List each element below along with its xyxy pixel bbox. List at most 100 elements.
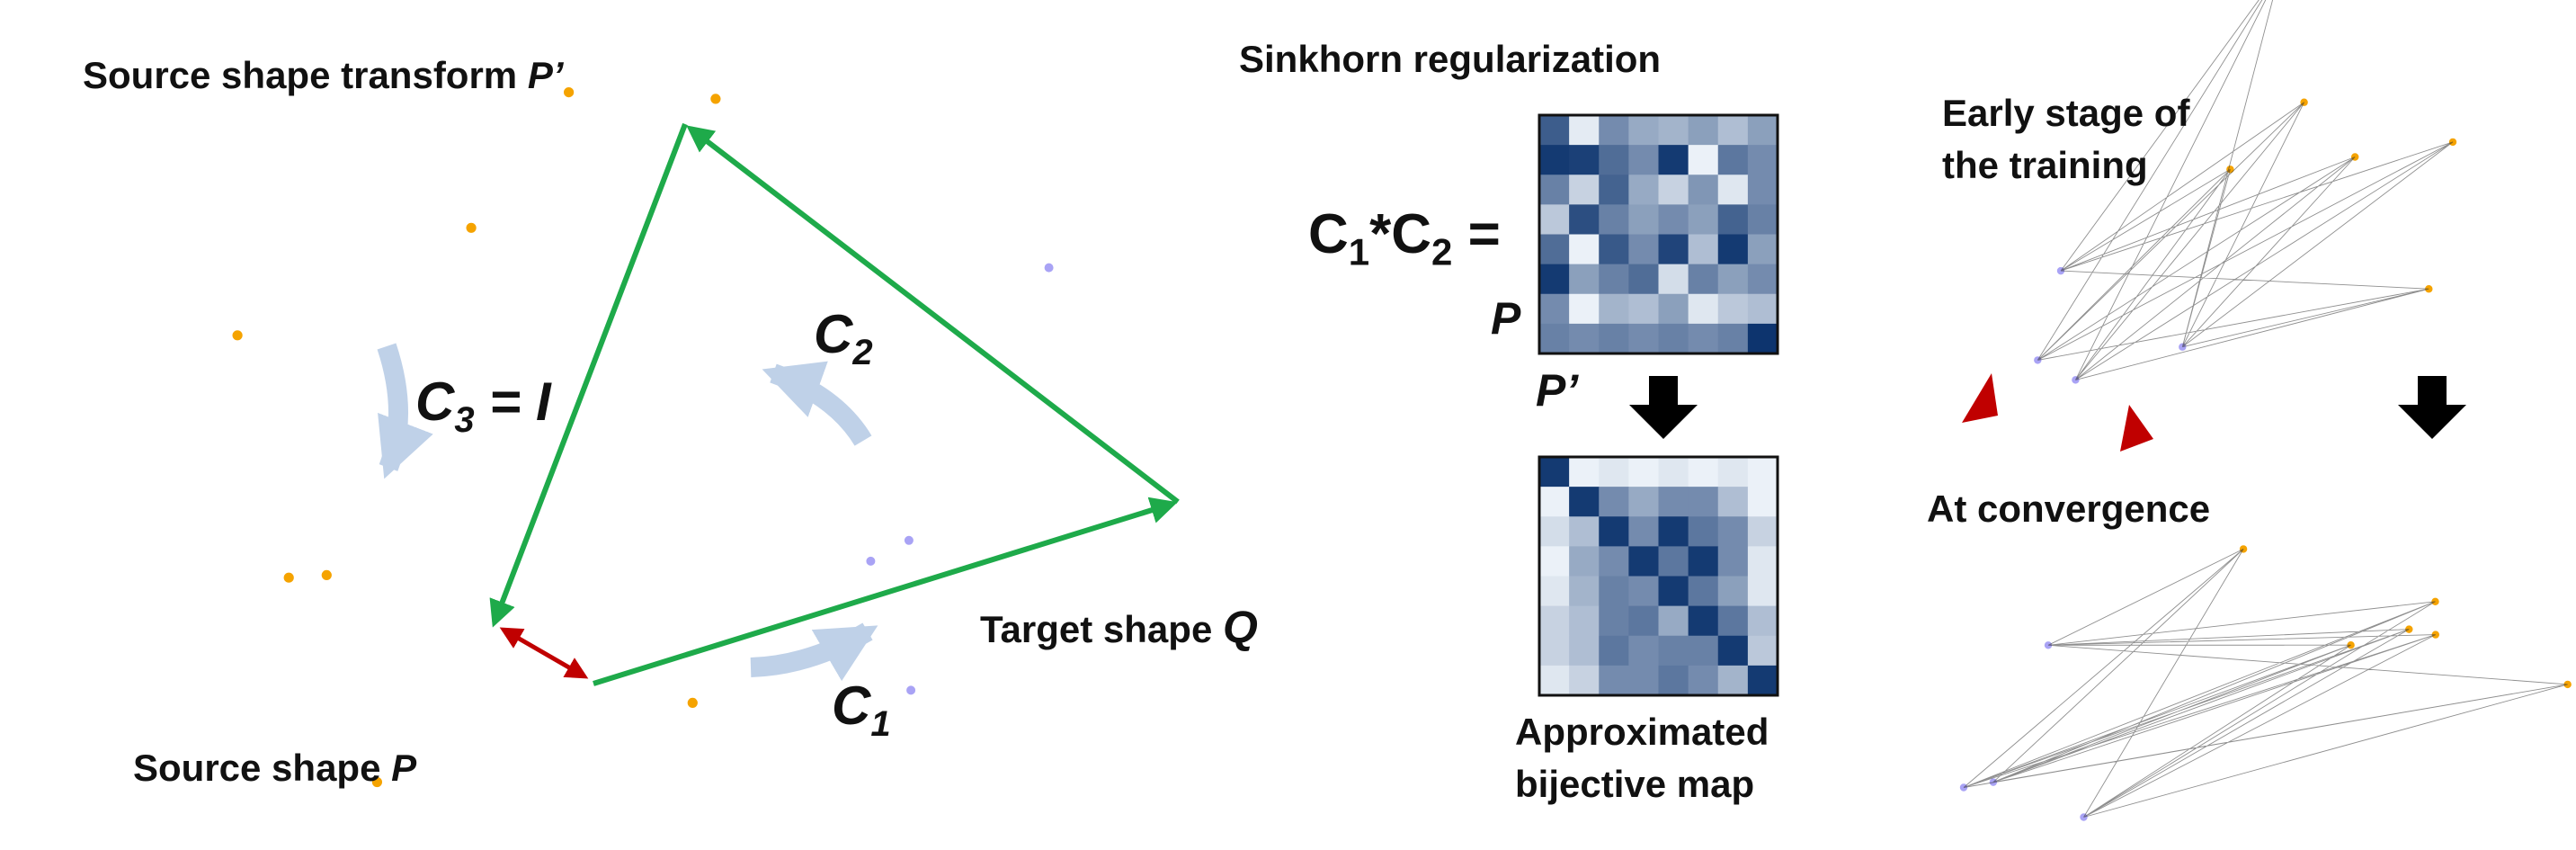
matrix-after-cell-1-3 xyxy=(1628,487,1659,517)
matrix-before-cell-6-1 xyxy=(1569,293,1600,325)
c3-green-arrow xyxy=(489,122,688,628)
training-down-arrow xyxy=(2398,376,2466,439)
matrix-before-cell-7-0 xyxy=(1539,323,1570,354)
matrix-after-cell-2-1 xyxy=(1569,516,1600,547)
matrix-after-cell-0-4 xyxy=(1658,457,1689,488)
matrix-after-cell-3-0 xyxy=(1539,546,1570,577)
matrix-before-cell-3-3 xyxy=(1628,204,1659,235)
matrix-after-cell-5-4 xyxy=(1658,605,1689,637)
matrix-before-cell-3-7 xyxy=(1747,204,1778,235)
matrix-before-cell-1-1 xyxy=(1569,145,1600,175)
matrix-after-cell-5-2 xyxy=(1599,605,1629,637)
matrix-after-cell-5-6 xyxy=(1717,605,1749,637)
matrix-before-cell-0-2 xyxy=(1599,115,1629,146)
matrix-before-cell-7-6 xyxy=(1717,323,1749,354)
matrix-before-cell-1-0 xyxy=(1539,145,1570,175)
matrix-before-cell-2-3 xyxy=(1628,174,1659,205)
matrix-after-cell-2-2 xyxy=(1599,516,1629,547)
matrix-after-cell-7-2 xyxy=(1599,665,1629,696)
matrix-after-cell-6-3 xyxy=(1628,635,1659,667)
c1-label: C1 xyxy=(832,676,891,744)
matrix-before-cell-4-4 xyxy=(1658,234,1689,265)
matrix-before-cell-1-7 xyxy=(1747,145,1778,175)
matrix-before-cell-0-3 xyxy=(1628,115,1659,146)
matrix-before-cell-3-1 xyxy=(1569,204,1600,235)
matrix-before-cell-6-7 xyxy=(1747,293,1778,325)
matrix-before-cell-2-2 xyxy=(1599,174,1629,205)
c3-label: C3 = I xyxy=(415,371,551,440)
matrix-before-cell-4-0 xyxy=(1539,234,1570,265)
c1-curved-arrow xyxy=(750,622,878,682)
matrix-after-cell-3-7 xyxy=(1747,546,1778,577)
matrix-after-cell-1-0 xyxy=(1539,487,1570,517)
matrix-before-cell-2-0 xyxy=(1539,174,1570,205)
matrices-layer xyxy=(1538,113,1779,697)
matrix-before-cell-1-3 xyxy=(1628,145,1659,175)
matrix-after-cell-4-2 xyxy=(1599,576,1629,607)
matrix-before-frame xyxy=(1538,113,1779,355)
matrix-before-cell-0-1 xyxy=(1569,115,1600,146)
matrix-after-cell-4-4 xyxy=(1658,576,1689,607)
matrix-before-cell-5-0 xyxy=(1539,264,1570,295)
matrix-before-cell-5-3 xyxy=(1628,264,1659,295)
matrix-after-cell-1-2 xyxy=(1599,487,1629,517)
matrix-before-cell-2-7 xyxy=(1747,174,1778,205)
matrix-before-cell-5-4 xyxy=(1658,264,1689,295)
equation-label: C1*C2 = xyxy=(1308,203,1501,273)
matrix-after-cell-7-0 xyxy=(1539,665,1570,696)
matrix-before-cell-7-2 xyxy=(1599,323,1629,354)
matrix-after-cell-4-0 xyxy=(1539,576,1570,607)
convergence-target-plane xyxy=(1959,641,2088,821)
matrix-after-cell-2-4 xyxy=(1658,516,1689,547)
matrix-after-cell-0-5 xyxy=(1688,457,1719,488)
early-target-plane xyxy=(2034,266,2187,384)
matrix-before-cell-1-4 xyxy=(1658,145,1689,175)
matrix-after-cell-7-4 xyxy=(1658,665,1689,696)
c2-green-arrow xyxy=(686,125,1180,505)
matrix-before-cell-4-3 xyxy=(1628,234,1659,265)
matrix-before-cell-1-6 xyxy=(1717,145,1749,175)
matrix-before-cell-4-1 xyxy=(1569,234,1600,265)
matrix-after-cell-3-3 xyxy=(1628,546,1659,577)
matrix-after-cell-6-1 xyxy=(1569,635,1600,667)
correspondence-lines xyxy=(1963,0,2568,818)
matrix-after-cell-7-3 xyxy=(1628,665,1659,696)
col-axis-label: P’ xyxy=(1536,365,1579,416)
matrix-after-cell-1-5 xyxy=(1688,487,1719,517)
source-transform-label: Source shape transform P’ xyxy=(83,54,564,96)
matrix-after-cell-4-7 xyxy=(1747,576,1778,607)
matrix-after-cell-0-3 xyxy=(1628,457,1659,488)
matrix-after-cell-1-7 xyxy=(1747,487,1778,517)
matrix-after-cell-2-7 xyxy=(1747,516,1778,547)
matrix-after-cell-5-7 xyxy=(1747,605,1778,637)
c2-curved-arrow xyxy=(762,361,872,446)
matrix-before-cell-0-0 xyxy=(1539,115,1570,146)
matrix-after-cell-2-6 xyxy=(1717,516,1749,547)
early-correspondences xyxy=(2037,0,2454,380)
matrix-after-cell-2-3 xyxy=(1628,516,1659,547)
matrix-after-cell-0-7 xyxy=(1747,457,1778,488)
matrix-before-cell-4-7 xyxy=(1747,234,1778,265)
matrix-before-cell-2-5 xyxy=(1688,174,1719,205)
matrix-before-cell-7-3 xyxy=(1628,323,1659,354)
sinkhorn-down-arrow xyxy=(1629,376,1698,439)
matrix-after-cell-4-3 xyxy=(1628,576,1659,607)
c1-green-arrow xyxy=(593,497,1178,686)
matrix-after-cell-0-1 xyxy=(1569,457,1600,488)
early-correspondences-paths xyxy=(2037,0,2454,380)
source-transform-plane-points xyxy=(232,87,721,341)
convergence-correspondences-paths xyxy=(1963,548,2568,818)
matrix-before-cell-6-5 xyxy=(1688,293,1719,325)
approx-label-line2: bijective map xyxy=(1515,763,1755,805)
matrix-before-cell-3-0 xyxy=(1539,204,1570,235)
row-axis-label: P xyxy=(1491,293,1521,344)
matrix-before-cell-4-2 xyxy=(1599,234,1629,265)
c2-label: C2 xyxy=(814,304,873,372)
early-stage-line2: the training xyxy=(1942,144,2148,186)
matrix-before-cell-2-4 xyxy=(1658,174,1689,205)
matrix-before-cell-3-4 xyxy=(1658,204,1689,235)
red-marker-left xyxy=(1962,373,1998,423)
matrix-after xyxy=(1538,455,1779,697)
matrix-after-cell-5-1 xyxy=(1569,605,1600,637)
